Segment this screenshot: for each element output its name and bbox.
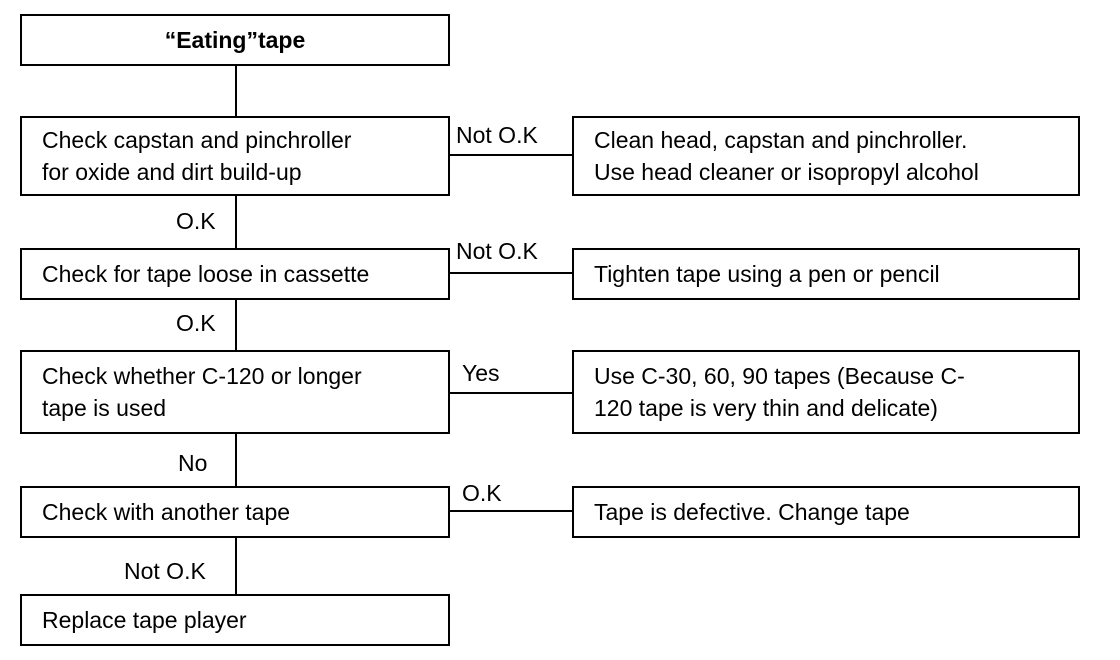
action-label-tape-defective: Tape is defective. Change tape [594, 499, 910, 525]
check-box-another-tape: Check with another tape [20, 486, 450, 538]
start-box: “Eating”tape [20, 14, 450, 66]
check-box-c120: Check whether C-120 or longer tape is us… [20, 350, 450, 434]
branch-line-another-tape [450, 510, 572, 512]
check-box-loose-tape: Check for tape loose in cassette [20, 248, 450, 300]
action-box-clean-head: Clean head, capstan and pinchroller. Use… [572, 116, 1080, 196]
action-box-tape-defective: Tape is defective. Change tape [572, 486, 1080, 538]
check-label-another-tape: Check with another tape [42, 499, 291, 525]
connector-step2-step3 [235, 300, 237, 350]
connector-step1-step2 [235, 196, 237, 248]
action-label-use-shorter-tapes: Use C-30, 60, 90 tapes (Because C- 120 t… [594, 363, 965, 421]
next-label-c120: No [178, 450, 208, 476]
branch-line-c120 [450, 392, 572, 394]
connector-start-step1 [235, 66, 237, 116]
check-label-c120: Check whether C-120 or longer tape is us… [42, 363, 362, 421]
branch-line-loose-tape [450, 272, 572, 274]
branch-label-loose-tape: Not O.K [456, 238, 538, 264]
next-label-loose-tape: O.K [176, 310, 216, 336]
start-label: “Eating”tape [164, 27, 306, 53]
branch-label-c120: Yes [462, 360, 500, 386]
check-box-capstan: Check capstan and pinchroller for oxide … [20, 116, 450, 196]
next-label-another-tape: Not O.K [124, 558, 206, 584]
next-label-capstan: O.K [176, 208, 216, 234]
action-label-tighten-tape: Tighten tape using a pen or pencil [594, 261, 940, 287]
action-label-clean-head: Clean head, capstan and pinchroller. Use… [594, 127, 979, 185]
branch-label-capstan: Not O.K [456, 122, 538, 148]
end-label: Replace tape player [42, 607, 247, 633]
check-label-loose-tape: Check for tape loose in cassette [42, 261, 370, 287]
branch-label-another-tape: O.K [462, 480, 502, 506]
action-box-use-shorter-tapes: Use C-30, 60, 90 tapes (Because C- 120 t… [572, 350, 1080, 434]
action-box-tighten-tape: Tighten tape using a pen or pencil [572, 248, 1080, 300]
check-label-capstan: Check capstan and pinchroller for oxide … [42, 127, 352, 185]
connector-step3-step4 [235, 434, 237, 486]
branch-line-capstan [450, 154, 572, 156]
end-box: Replace tape player [20, 594, 450, 646]
connector-step4-end [235, 538, 237, 594]
